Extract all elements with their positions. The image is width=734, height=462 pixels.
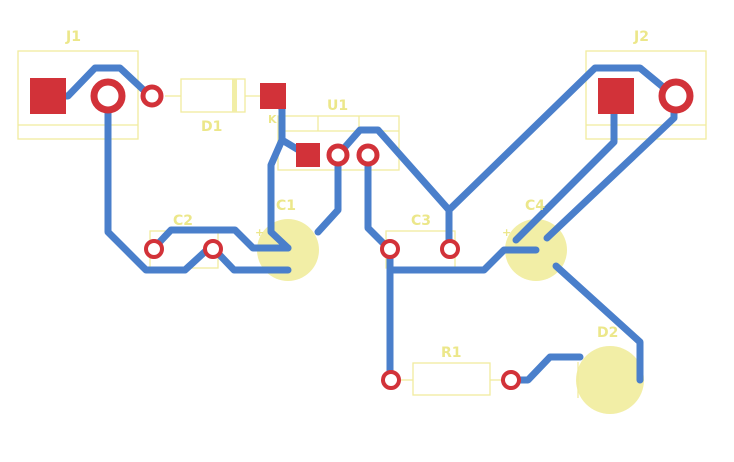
- j2-label: J2: [633, 29, 649, 45]
- r1-label: R1: [441, 345, 462, 361]
- j1-pad-2[interactable]: [90, 78, 126, 114]
- c3-label: C3: [411, 213, 431, 229]
- trace-u1-mid-down: [314, 151, 342, 236]
- d1-pad-cathode[interactable]: [260, 83, 286, 109]
- trace-c3-to-c4: [386, 246, 540, 274]
- c1-label: C1: [276, 198, 296, 214]
- d1-cathode-label: K: [268, 113, 277, 126]
- trace-c3-to-j2: [445, 64, 678, 214]
- trace-u1-out-to-r1: [364, 151, 394, 384]
- label-layer: J1 J2 D1 K U1 C1 + C2 C3 C4 + R1 D2: [65, 29, 649, 361]
- d1-cathode-band: [232, 79, 237, 112]
- j2-pad-1[interactable]: [598, 78, 634, 114]
- trace-c4-to-d2: [552, 262, 644, 384]
- pad-layer: [30, 78, 694, 390]
- j1-pad-1[interactable]: [30, 78, 66, 114]
- trace-c2-to-c1: [150, 226, 292, 252]
- u1-pad-3[interactable]: [356, 143, 380, 167]
- trace-u1-to-c3: [334, 126, 453, 252]
- u1-label: U1: [327, 98, 348, 114]
- r1-pad-2[interactable]: [501, 370, 521, 390]
- r1-pad-1[interactable]: [381, 370, 401, 390]
- c2-pad-1[interactable]: [144, 239, 164, 259]
- c3-pad-2[interactable]: [440, 239, 460, 259]
- j2-outline: [585, 50, 707, 140]
- d2-label: D2: [597, 325, 618, 341]
- c2-pad-2[interactable]: [203, 239, 223, 259]
- trace-j1-pin2-to-c2: [104, 92, 213, 274]
- copper-layer: [44, 64, 678, 384]
- d2-body: [576, 346, 644, 414]
- j2-pad-2[interactable]: [658, 78, 694, 114]
- trace-r1-to-d2: [507, 353, 584, 384]
- d1-label: D1: [201, 119, 222, 135]
- c1-polarity-mark: +: [255, 226, 264, 239]
- j1-label: J1: [65, 29, 81, 45]
- u1-pad-2[interactable]: [326, 143, 350, 167]
- c2-label: C2: [173, 213, 193, 229]
- d1-pad-anode[interactable]: [140, 84, 164, 108]
- c3-pad-1[interactable]: [380, 239, 400, 259]
- u1-pad-1[interactable]: [296, 143, 320, 167]
- c4-label: C4: [525, 198, 545, 214]
- r1-body-outline: [412, 362, 491, 396]
- j1-outline: [17, 50, 139, 140]
- c4-polarity-mark: +: [502, 226, 511, 239]
- trace-u1-to-c1: [267, 136, 292, 252]
